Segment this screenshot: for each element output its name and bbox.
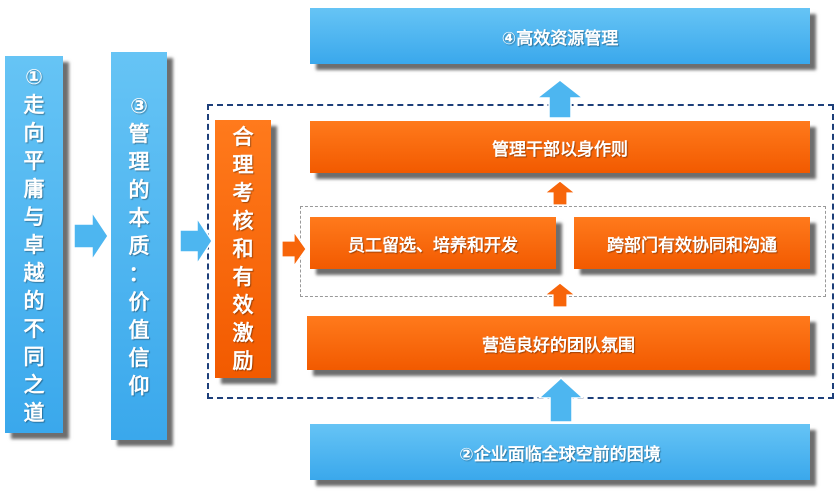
char: ③	[130, 94, 148, 118]
char: 本	[128, 206, 150, 230]
box-label: ④高效资源管理	[501, 28, 619, 49]
char: 的	[128, 178, 150, 202]
char: ：	[128, 262, 150, 286]
managers-lead-by-example-box: 管理干部以身作则	[310, 121, 810, 173]
staff-retention-training-box: 员工留选、培养和开发	[310, 217, 556, 269]
char: 激	[232, 321, 254, 345]
box-label: 管理干部以身作则	[492, 139, 628, 160]
char: 有	[232, 265, 254, 289]
right-arrow-icon	[179, 215, 213, 267]
incentive-box: 合 理 考 核 和 有 效 激 励	[215, 120, 271, 378]
char: 同	[23, 344, 45, 369]
char: 理	[128, 150, 150, 174]
char: 价	[128, 290, 150, 314]
right-arrow-icon	[73, 209, 109, 263]
char: 管	[128, 122, 150, 146]
char: 效	[232, 293, 254, 317]
char: 考	[232, 181, 254, 205]
box-label: ②企业面临全球空前的困境	[459, 444, 661, 465]
char: 平	[23, 148, 45, 173]
team-atmosphere-box: 营造良好的团队氛围	[307, 316, 810, 370]
char: 与	[23, 204, 45, 229]
cross-department-collaboration-box: 跨部门有效协同和沟通	[574, 217, 810, 269]
char: 卓	[23, 232, 45, 257]
char: 质	[128, 234, 150, 258]
left-col-1-box: ① 走 向 平 庸 与 卓 越 的 不 同 之 道	[5, 56, 63, 433]
box-label: 营造良好的团队氛围	[482, 335, 635, 356]
char: 的	[23, 288, 45, 313]
up-arrow-icon	[543, 180, 577, 206]
char: 励	[232, 349, 254, 373]
char: 核	[232, 209, 254, 233]
char: 和	[232, 237, 254, 261]
core-framework-container	[207, 104, 834, 399]
efficient-resource-management-box: ④高效资源管理	[310, 8, 810, 64]
char: 仰	[128, 374, 150, 398]
char: 理	[232, 153, 254, 177]
up-arrow-icon	[537, 376, 585, 423]
char: 之	[23, 372, 45, 397]
char: 不	[23, 316, 45, 341]
left-col-2-box: ③ 管 理 的 本 质 ： 价 值 信 仰	[111, 52, 167, 440]
global-crisis-box: ②企业面临全球空前的困境	[310, 424, 810, 480]
char: 信	[128, 346, 150, 370]
char: 道	[23, 400, 45, 425]
right-arrow-icon	[281, 230, 307, 268]
char: 走	[23, 92, 45, 117]
up-arrow-icon	[534, 79, 586, 119]
up-arrow-icon	[543, 282, 577, 308]
box-label: 员工留选、培养和开发	[348, 235, 518, 256]
char: ①	[25, 64, 43, 89]
char: 向	[23, 120, 45, 145]
char: 越	[23, 260, 45, 285]
box-label: 跨部门有效协同和沟通	[607, 235, 777, 256]
char: 合	[232, 125, 254, 149]
char: 值	[128, 318, 150, 342]
char: 庸	[23, 176, 45, 201]
